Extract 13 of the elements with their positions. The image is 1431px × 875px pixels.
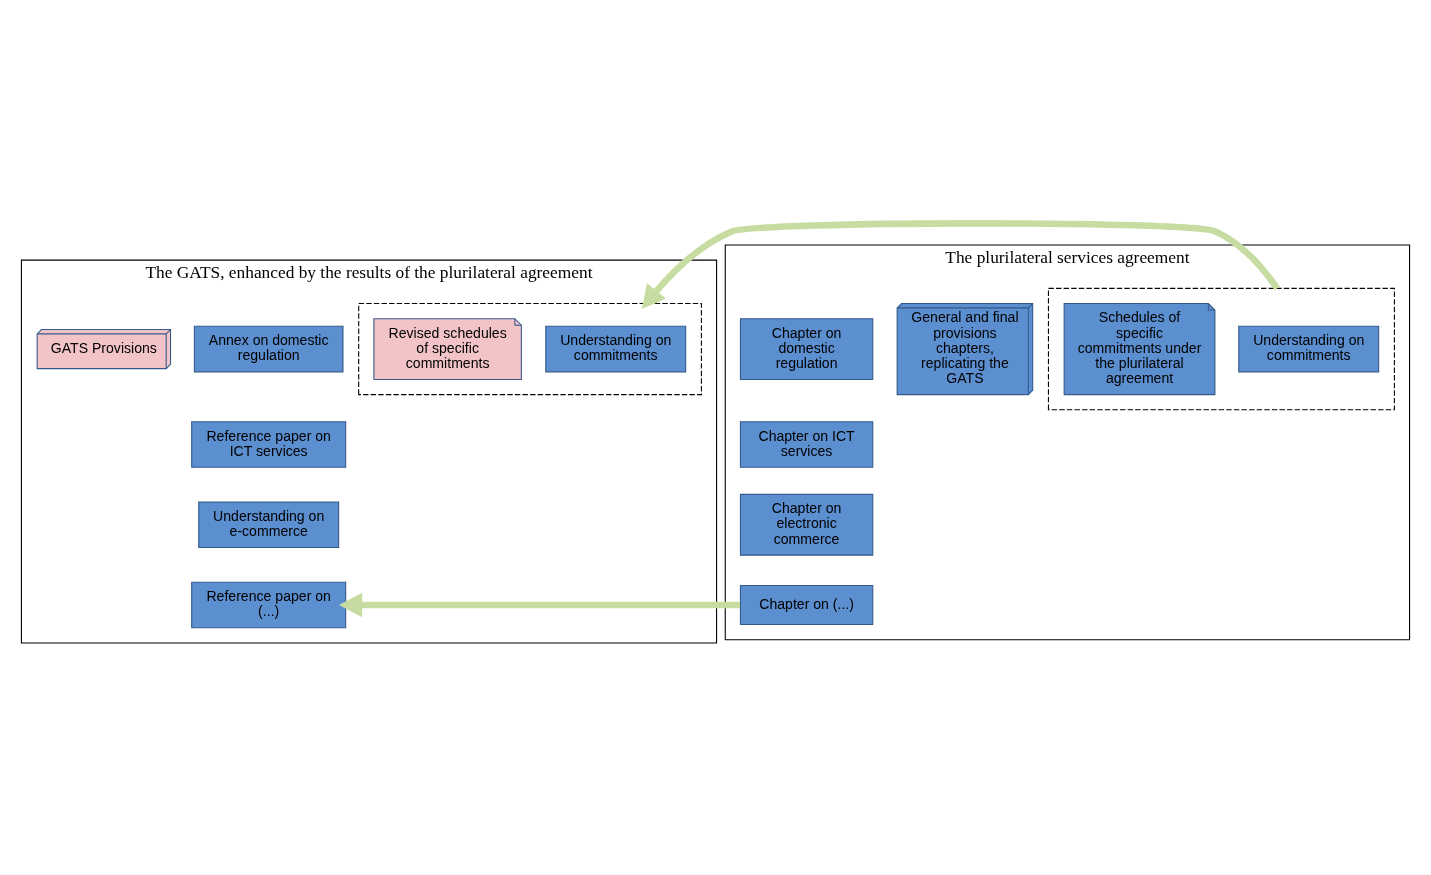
node-box: Annex on domestic regulation — [193, 325, 344, 373]
node-box: Chapter on domestic regulation — [739, 318, 874, 380]
node-box: Understanding on commitments — [545, 325, 687, 373]
node-box: Reference paper on ICT services — [191, 421, 347, 468]
node-box: Chapter on electronic commerce — [739, 493, 874, 556]
cluster — [1047, 287, 1395, 411]
node-box: Chapter on ICT services — [739, 421, 874, 468]
node-box: Reference paper on (...) — [191, 581, 347, 629]
node-box: Understanding on commitments — [1238, 325, 1380, 373]
node-box: Chapter on (...) — [739, 584, 874, 626]
arrow — [338, 592, 740, 618]
node-box: Understanding on e-commerce — [198, 501, 340, 549]
cluster — [358, 303, 702, 396]
